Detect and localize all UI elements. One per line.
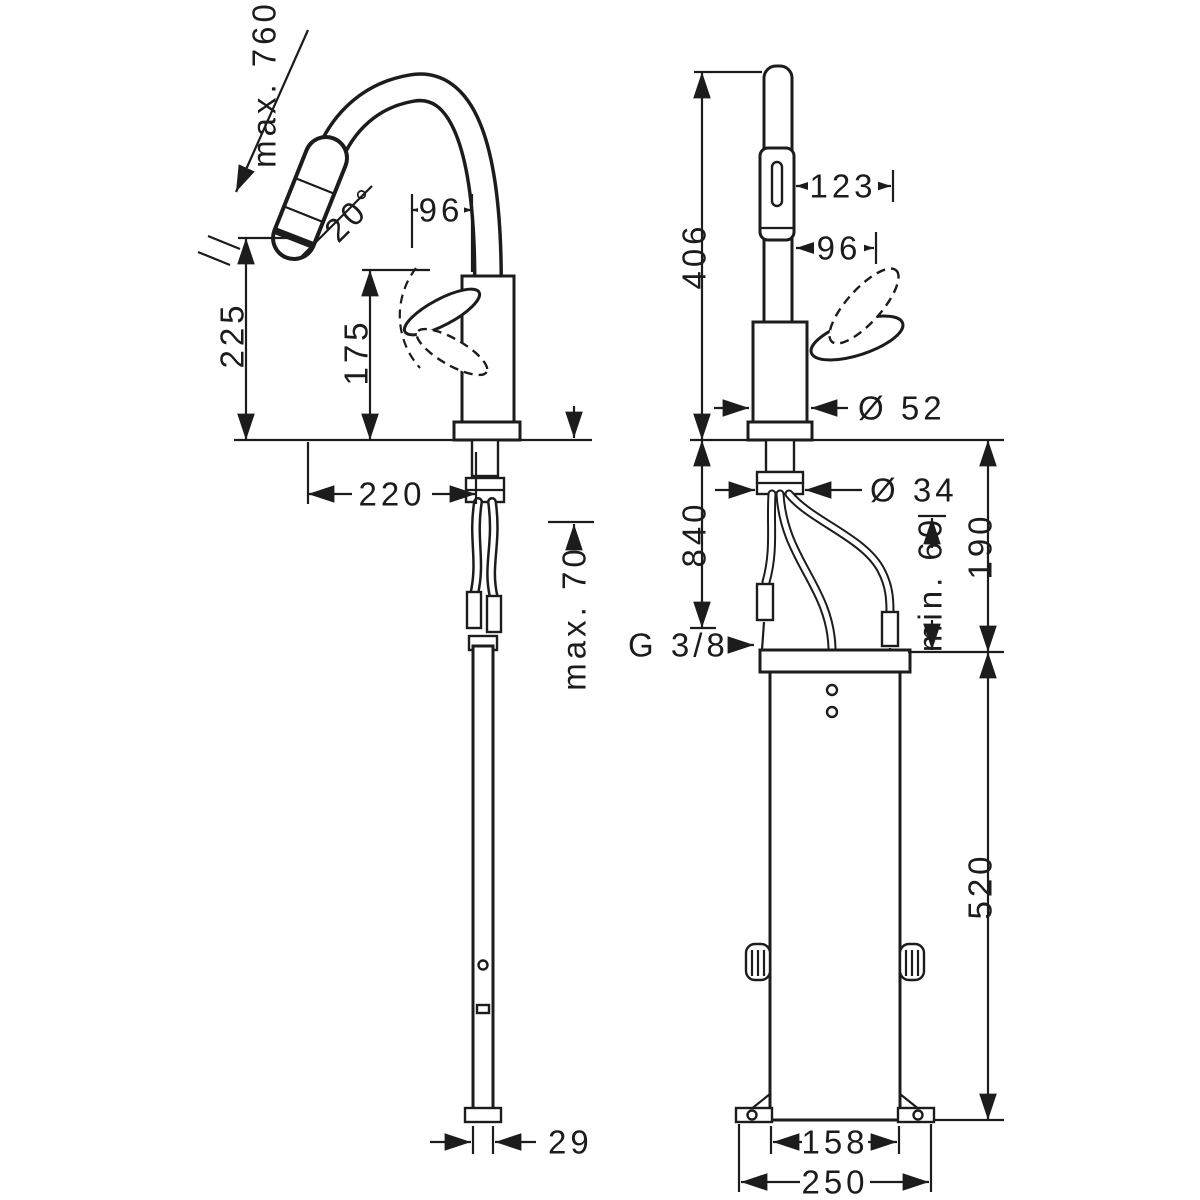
dim-outlet-offset-label: 96 bbox=[419, 192, 464, 229]
dim-deck-thickness-label: max. 70 bbox=[556, 545, 593, 690]
dim-spout-height-label: 175 bbox=[338, 318, 375, 385]
dim-foot-width-label: 250 bbox=[801, 1164, 868, 1200]
dim-body-diameter: Ø 52 bbox=[714, 390, 946, 427]
dim-handle-length: 96 bbox=[796, 230, 878, 267]
front-faucet bbox=[746, 64, 905, 496]
dim-reach: 220 bbox=[306, 442, 478, 513]
dim-top-offset-label: 190 bbox=[962, 512, 999, 579]
dim-foot-width: 250 bbox=[737, 1124, 933, 1200]
dim-box-height-label: 520 bbox=[962, 852, 999, 919]
front-sbox bbox=[734, 648, 936, 1124]
side-handle bbox=[398, 267, 489, 377]
dim-clearance-label: min. 60 bbox=[912, 516, 949, 652]
dim-hose-length-label: 840 bbox=[676, 500, 713, 567]
dim-shank-diameter-label: Ø 34 bbox=[870, 472, 958, 509]
dim-head-length-label: 123 bbox=[809, 168, 876, 205]
dim-total-height: 406 bbox=[676, 72, 713, 440]
dim-clearance: min. 60 bbox=[912, 514, 949, 652]
side-undercounter bbox=[464, 438, 506, 634]
dim-reach-label: 220 bbox=[358, 476, 425, 513]
sbox-foot-left bbox=[734, 1093, 774, 1124]
dim-thread: G 3/8 bbox=[628, 627, 754, 664]
dim-box-height: 520 bbox=[962, 652, 999, 1120]
dim-outlet-height: 225 bbox=[214, 236, 300, 440]
dim-shank-diameter: Ø 34 bbox=[715, 472, 958, 509]
front-dimensions: 406 840 123 96 bbox=[628, 70, 1004, 1200]
sbox-foot-right bbox=[896, 1093, 936, 1124]
dim-outlet-height-label: 225 bbox=[214, 301, 251, 368]
dim-box-width: 158 bbox=[769, 1124, 901, 1161]
side-sbox-bar bbox=[463, 634, 503, 1124]
front-view: 406 840 123 96 bbox=[628, 64, 1004, 1200]
dim-hose-length: 840 bbox=[676, 440, 713, 628]
sbox-clip-left bbox=[744, 942, 772, 982]
dim-top-offset: 190 bbox=[962, 440, 999, 652]
sbox-clip-right bbox=[898, 942, 926, 982]
dim-pullout: max. 760 bbox=[197, 0, 310, 267]
dim-body-diameter-label: Ø 52 bbox=[858, 390, 946, 427]
dim-total-height-label: 406 bbox=[676, 222, 713, 289]
dim-box-depth-label: 29 bbox=[548, 1124, 593, 1161]
dim-head-length: 123 bbox=[796, 168, 895, 205]
dim-box-depth: 29 bbox=[430, 1124, 593, 1161]
front-spray-head bbox=[758, 146, 796, 242]
front-hoses bbox=[755, 489, 900, 658]
dim-thread-label: G 3/8 bbox=[628, 627, 729, 664]
dim-outlet-offset: 96 bbox=[410, 192, 474, 272]
dim-box-width-label: 158 bbox=[801, 1124, 868, 1161]
front-handle bbox=[809, 267, 905, 362]
dim-deck-thickness: max. 70 bbox=[548, 406, 594, 691]
dim-pullout-label: max. 760 bbox=[246, 0, 283, 168]
side-dimensions: max. 760 20° 96 225 bbox=[197, 0, 594, 1161]
side-spout bbox=[271, 72, 503, 297]
dim-handle-length-label: 96 bbox=[817, 230, 862, 267]
dim-spout-height: 175 bbox=[338, 268, 430, 440]
side-view: max. 760 20° 96 225 bbox=[197, 0, 594, 1161]
